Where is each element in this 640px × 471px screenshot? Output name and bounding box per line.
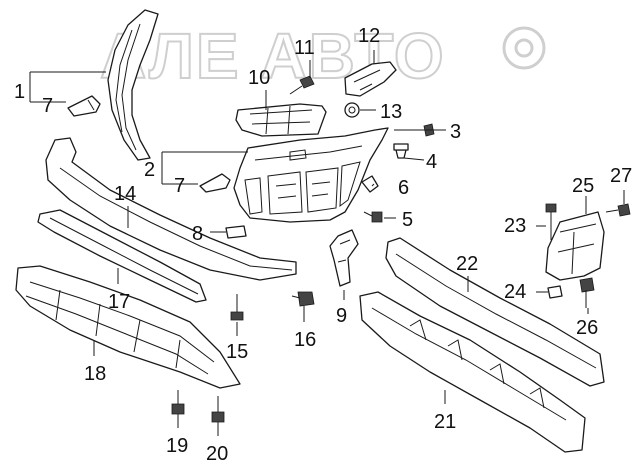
callout-5: 5 bbox=[402, 209, 413, 231]
part-12-clip bbox=[344, 61, 397, 97]
part-7-cap-lower bbox=[199, 173, 231, 193]
part-23-bolt bbox=[545, 203, 557, 240]
part-5-bolt bbox=[363, 211, 383, 223]
part-26-bolt bbox=[579, 277, 595, 308]
callouts: 1 2 3 4 5 6 7 7 8 9 10 11 12 13 14 15 16… bbox=[14, 25, 632, 465]
part-14-lip-spoiler bbox=[45, 137, 297, 281]
callout-21: 21 bbox=[434, 411, 456, 433]
callout-13: 13 bbox=[380, 101, 402, 123]
callout-12: 12 bbox=[358, 25, 380, 47]
part-20-bolt bbox=[211, 396, 225, 423]
callout-2: 2 bbox=[144, 159, 155, 181]
callout-8: 8 bbox=[192, 223, 203, 245]
part-18-undertray bbox=[15, 265, 241, 389]
callout-17: 17 bbox=[108, 291, 130, 313]
callout-16: 16 bbox=[294, 329, 316, 351]
part-25-mounting-bracket bbox=[545, 211, 605, 281]
part-24-nut bbox=[547, 285, 563, 299]
callout-11: 11 bbox=[294, 37, 315, 59]
callout-1: 1 bbox=[14, 81, 25, 103]
callout-19: 19 bbox=[166, 435, 188, 457]
part-11-screw bbox=[289, 75, 315, 95]
part-17-strip bbox=[37, 209, 207, 303]
watermark: АЛЕ АВТО bbox=[99, 19, 546, 93]
part-6-nut bbox=[361, 175, 379, 193]
part-13-nut bbox=[344, 102, 360, 118]
callout-9: 9 bbox=[336, 305, 347, 327]
callout-20: 20 bbox=[206, 443, 228, 465]
watermark-text: АЛЕ АВТО bbox=[100, 20, 446, 92]
callout-7-lower: 7 bbox=[174, 175, 185, 197]
callout-24: 24 bbox=[504, 281, 526, 303]
callout-25: 25 bbox=[572, 175, 594, 197]
callout-7-upper: 7 bbox=[42, 95, 53, 117]
callout-3: 3 bbox=[450, 121, 461, 143]
callout-22: 22 bbox=[456, 253, 478, 275]
part-1-trim-bracket bbox=[107, 9, 159, 161]
callout-10: 10 bbox=[248, 67, 270, 89]
part-7-cap-upper bbox=[67, 95, 101, 117]
part-10-bracket bbox=[235, 103, 327, 137]
part-4-clip bbox=[393, 143, 409, 159]
part-19-bolt bbox=[171, 390, 185, 415]
callout-26: 26 bbox=[576, 317, 598, 339]
callout-23: 23 bbox=[504, 215, 526, 237]
part-8-clip bbox=[225, 225, 247, 239]
part-15-bolt bbox=[230, 294, 244, 321]
callout-18: 18 bbox=[84, 363, 106, 385]
callout-4: 4 bbox=[426, 151, 437, 173]
part-9-bracket bbox=[329, 229, 359, 287]
part-22-reinforcement-bar bbox=[385, 237, 605, 387]
callout-6: 6 bbox=[398, 177, 409, 199]
part-27-bolt bbox=[605, 203, 631, 217]
callout-15: 15 bbox=[226, 341, 248, 363]
part-16-bolt bbox=[291, 291, 315, 307]
leader-lines bbox=[29, 50, 625, 436]
part-2-lower-grille bbox=[233, 127, 389, 223]
callout-14: 14 bbox=[114, 183, 136, 205]
watermark-logo-icon bbox=[502, 26, 546, 70]
callout-27: 27 bbox=[610, 165, 632, 187]
part-21-absorber bbox=[359, 291, 586, 453]
